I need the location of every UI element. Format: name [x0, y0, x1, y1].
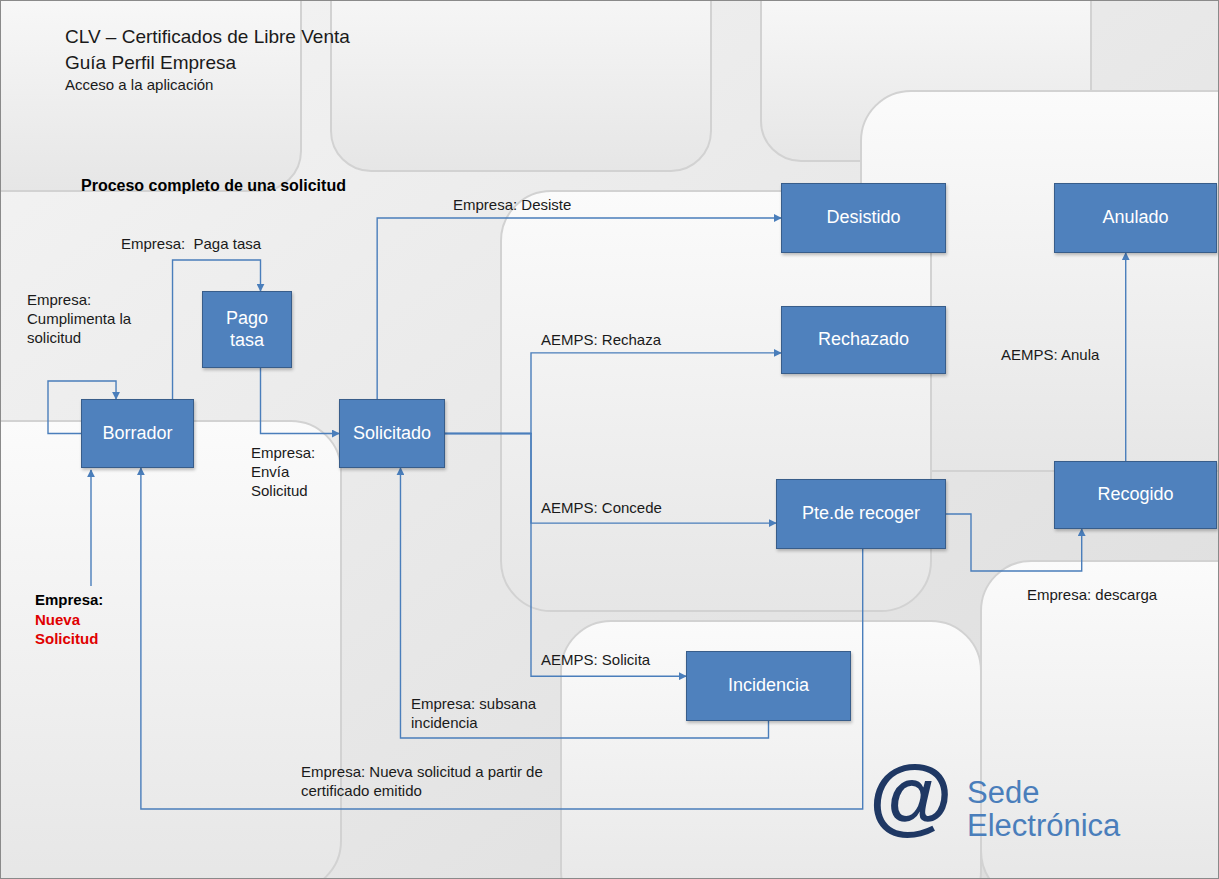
state-box: Pago tasa: [202, 291, 292, 368]
edge-label: Empresa: Cumplimenta la solicitud: [27, 291, 139, 347]
state-box: Recogido: [1054, 461, 1217, 529]
state-box: Incidencia: [686, 651, 851, 721]
state-name: Pago tasa: [212, 308, 282, 351]
state-name: Solicitado: [353, 423, 431, 445]
edge-label: Empresa: Desiste: [453, 196, 613, 215]
state-name: Borrador: [102, 423, 172, 445]
keycap: [331, 1, 711, 171]
transition-arrow: [1125, 253, 1126, 461]
state-box: Rechazado: [781, 306, 946, 374]
state-box: Desistido: [781, 183, 946, 253]
note-label: Empresa:: [35, 591, 135, 610]
state-name: Pte.de recoger: [802, 503, 920, 525]
state-box: Pte.de recoger: [776, 479, 946, 549]
edge-label: Empresa: subsana incidencia: [411, 695, 546, 733]
state-name: Rechazado: [818, 329, 909, 351]
transition-arrow: [377, 218, 781, 399]
transition-arrow: [261, 368, 340, 434]
transition-arrow: [445, 434, 686, 677]
state-name: Recogido: [1097, 484, 1173, 506]
transition-arrow: [445, 353, 781, 434]
edge-label: Empresa: Paga tasa: [121, 235, 281, 254]
transition-arrow: [445, 434, 776, 524]
edge-label: Empresa: Nueva solicitud a partir de cer…: [301, 763, 601, 801]
note-label: Proceso completo de una solicitud: [81, 176, 481, 196]
state-box: Borrador: [81, 399, 194, 468]
state-box: Anulado: [1054, 183, 1217, 253]
edge-label: AEMPS: Anula: [1001, 346, 1119, 365]
transition-arrow: [141, 468, 863, 809]
keycap: [1, 421, 341, 879]
edge-label: AEMPS: Concede: [541, 499, 701, 518]
page-title: CLV – Certificados de Libre Venta: [65, 25, 350, 49]
state-name: Incidencia: [728, 675, 809, 697]
start-arrow: [90, 470, 91, 586]
logo-text: Sede Electrónica: [967, 777, 1167, 842]
edge-label: AEMPS: Rechaza: [541, 331, 701, 350]
note-label: Nueva Solicitud: [35, 611, 117, 649]
edge-label: AEMPS: Solicita: [541, 651, 681, 670]
note-label: Acceso a la aplicación: [65, 76, 465, 95]
state-name: Anulado: [1102, 207, 1168, 229]
note-label: Guía Perfil Empresa: [65, 51, 465, 75]
state-box: Solicitado: [339, 399, 445, 468]
state-name: Desistido: [826, 207, 900, 229]
edge-label: Empresa: Envía Solicitud: [251, 444, 323, 500]
edge-label: Empresa: descarga: [1027, 586, 1187, 605]
logo-text: @: [869, 749, 969, 839]
